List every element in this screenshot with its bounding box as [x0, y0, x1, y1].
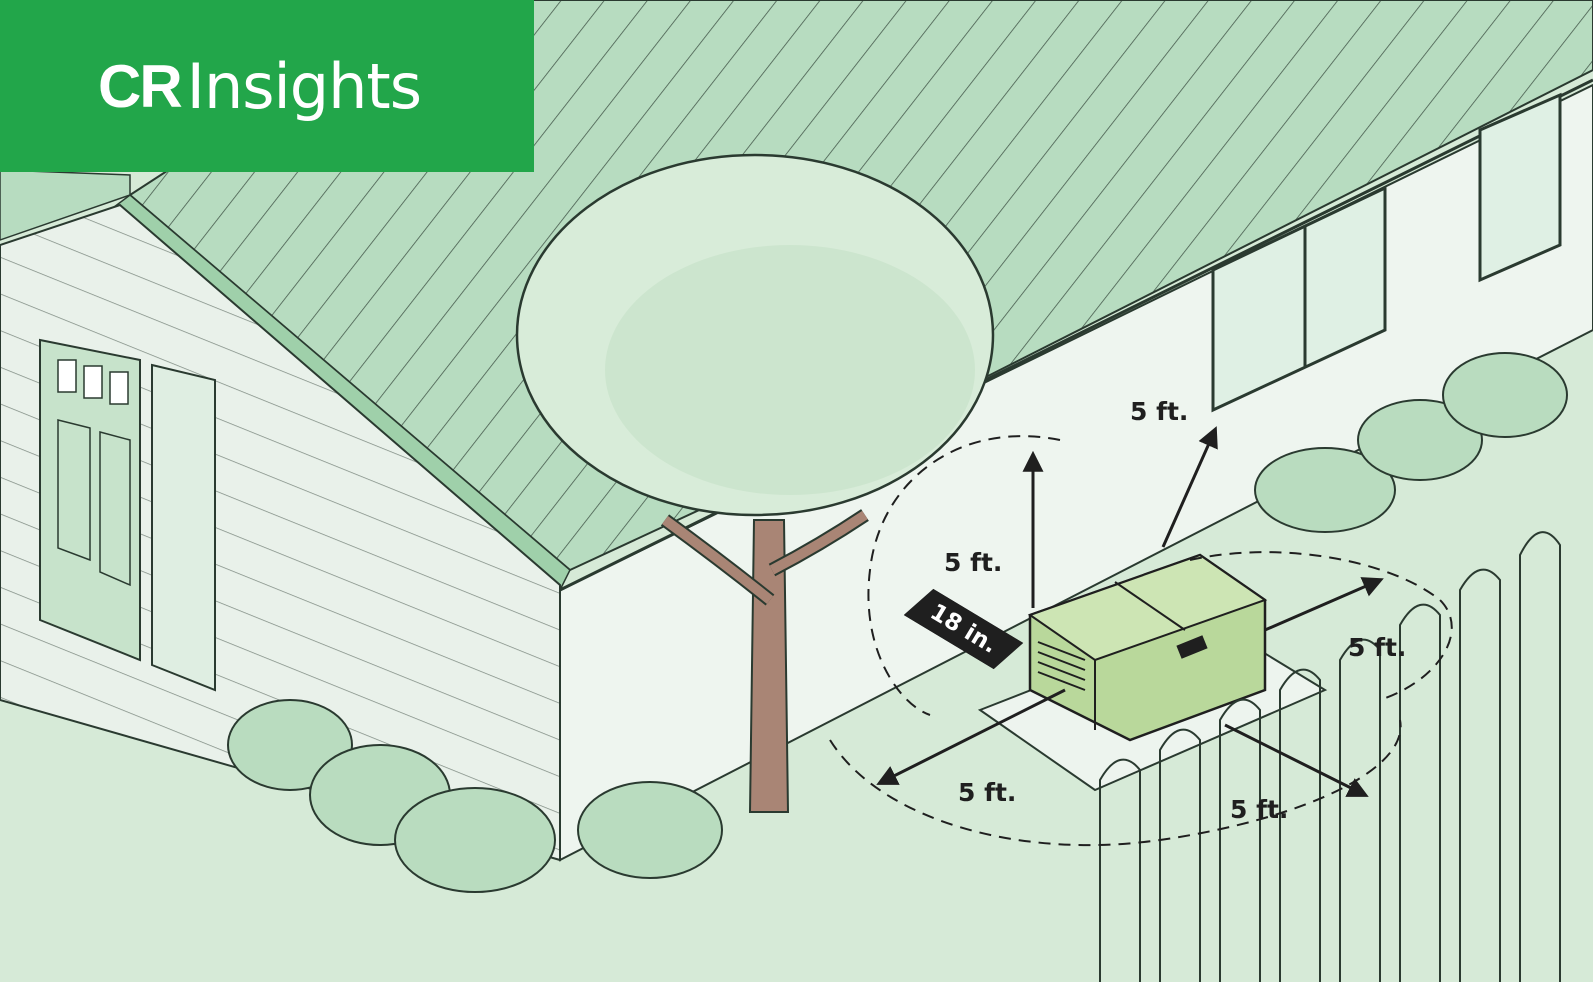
shrub-by-tree	[578, 782, 722, 878]
logo-insights-text: Insights	[187, 50, 421, 123]
logo-cr-text: CR	[98, 52, 181, 121]
label-front-left: 5 ft.	[958, 778, 1016, 807]
cr-insights-logo: CR Insights	[0, 0, 534, 172]
label-to-window: 5 ft.	[1130, 397, 1188, 426]
label-above-generator: 5 ft.	[944, 548, 1002, 577]
label-front-right: 5 ft.	[1230, 795, 1288, 824]
label-to-fence: 5 ft.	[1348, 633, 1406, 662]
